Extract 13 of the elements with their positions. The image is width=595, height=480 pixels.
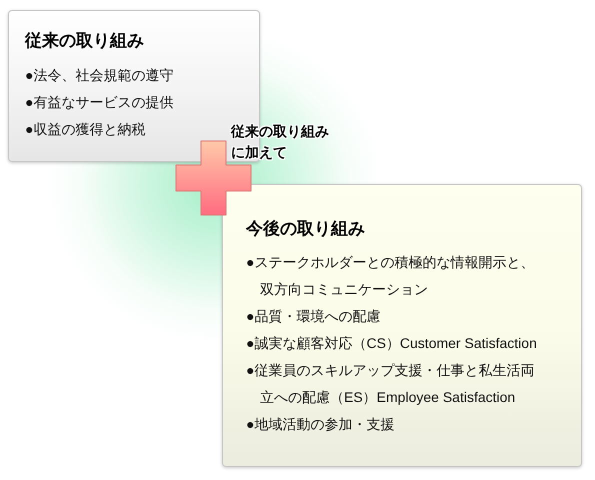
card [222,184,582,467]
list-item: ●地域活動の参加・支援 [246,415,394,434]
list-item: ●法令、社会規範の遵守 [25,66,174,85]
list-item: ●有益なサービスの提供 [25,93,174,112]
plus-caption: 従来の取り組みに加えて [231,122,330,162]
list-item: ●収益の獲得と納税 [25,120,146,139]
card [8,10,260,162]
list-item: ●品質・環境への配慮 [246,307,380,326]
list-item: ●誠実な顧客対応（CS）Customer Satisfaction [246,334,537,353]
card-heading: 従来の取り組み [25,31,144,51]
list-item: ●ステークホルダーとの積極的な情報開示と、双方向コミュニケーション [246,253,536,299]
list-item: ●従業員のスキルアップ支援・仕事と私生活両立への配慮（ES）Employee Satisfaction [246,361,536,407]
card-heading: 今後の取り組み [246,219,365,239]
